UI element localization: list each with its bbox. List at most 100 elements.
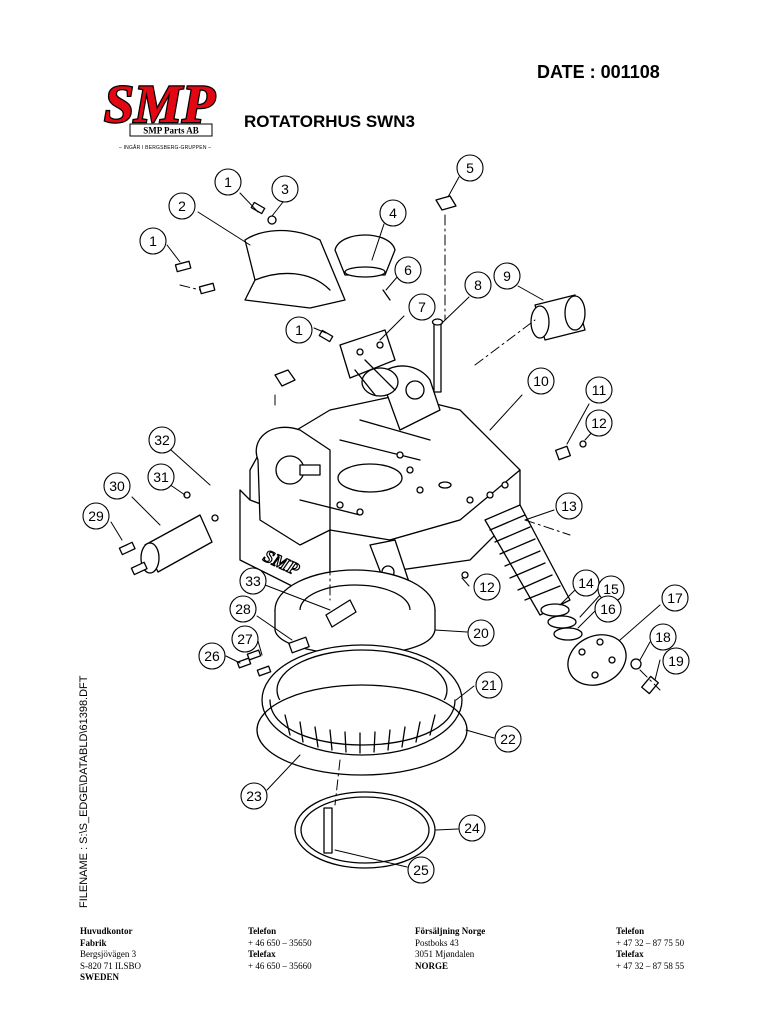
callout-17: 17 — [661, 584, 689, 612]
svg-text:17: 17 — [667, 590, 683, 606]
callout-27: 27 — [231, 625, 259, 653]
footer-text: NORGE — [415, 960, 449, 971]
callout-16: 16 — [594, 595, 622, 623]
svg-text:29: 29 — [88, 508, 104, 524]
cap-part — [334, 234, 396, 278]
footer-text: Telefax — [616, 949, 644, 959]
logo-subtitle: SMP Parts AB — [143, 126, 199, 136]
svg-text:3: 3 — [281, 181, 289, 197]
callout-10: 10 — [527, 367, 555, 395]
footer-text: + 46 650 – 35650 — [248, 937, 312, 948]
callout-31: 31 — [147, 463, 175, 491]
callout-24: 24 — [458, 814, 486, 842]
footer-text: + 47 32 – 87 75 50 — [616, 937, 685, 948]
callout-18: 18 — [649, 623, 677, 651]
washer-set — [540, 603, 583, 641]
svg-text:19: 19 — [668, 653, 684, 669]
callout-3: 3 — [271, 175, 299, 203]
svg-text:28: 28 — [235, 601, 251, 617]
callout-22: 22 — [494, 725, 522, 753]
lock-pin — [323, 807, 333, 854]
svg-text:25: 25 — [413, 862, 429, 878]
svg-text:31: 31 — [153, 469, 169, 485]
callout-13: 13 — [555, 492, 583, 520]
callout-14: 14 — [572, 569, 600, 597]
svg-text:16: 16 — [600, 601, 616, 617]
svg-text:13: 13 — [561, 498, 577, 514]
footer-heading: Telefon — [248, 926, 277, 936]
upper-shaft-bracket — [339, 329, 399, 397]
smp-logo: SMP SMP Parts AB — [103, 73, 217, 137]
callout-12b: 12 — [473, 573, 501, 601]
svg-text:1: 1 — [224, 174, 232, 190]
svg-text:24: 24 — [464, 820, 480, 836]
drawing-title: ROTATORHUS SWN3 — [244, 112, 415, 131]
svg-text:15: 15 — [603, 581, 619, 597]
callout-28: 28 — [229, 595, 257, 623]
svg-text:8: 8 — [474, 277, 482, 293]
footer-text: 3051 Mjøndalen — [415, 949, 475, 959]
svg-text:2: 2 — [178, 198, 186, 214]
callout-1c: 1 — [285, 316, 313, 344]
callout-6: 6 — [394, 256, 422, 284]
svg-text:27: 27 — [237, 631, 253, 647]
retaining-ring — [294, 791, 436, 869]
callout-8: 8 — [464, 271, 492, 299]
callout-1b: 1 — [139, 227, 167, 255]
footer-text: Fabrik — [80, 937, 107, 948]
callout-29: 29 — [82, 502, 110, 530]
logo-tagline: – INGÅR I BERGSBERG-GRUPPEN – — [119, 145, 212, 151]
pin-rod — [431, 318, 444, 393]
plug-part — [435, 195, 457, 211]
gear-ring — [261, 644, 463, 756]
footer-norway-phone: Telefon + 47 32 – 87 75 50 Telefax + 47 … — [616, 926, 684, 972]
callout-21: 21 — [475, 671, 503, 699]
svg-text:6: 6 — [404, 262, 412, 278]
svg-text:14: 14 — [578, 575, 594, 591]
spring-coil — [484, 504, 571, 616]
callout-2: 2 — [168, 192, 196, 220]
part-callouts: 1 3 2 1 4 5 6 7 1 8 9 10 11 12 32 31 30 … — [82, 154, 690, 884]
footer-text: Postboks 43 — [415, 937, 459, 948]
svg-text:23: 23 — [246, 788, 262, 804]
footer-head-office: Huvudkontor Fabrik Bergsjövägen 3 S-820 … — [80, 926, 141, 984]
footer-text: Bergsjövägen 3 — [80, 949, 137, 959]
callout-19: 19 — [662, 647, 690, 675]
footer-text: Telefax — [248, 949, 276, 959]
footer-heading: Huvudkontor — [80, 926, 133, 936]
callout-9: 9 — [493, 262, 521, 290]
callout-4: 4 — [379, 199, 407, 227]
callout-1a: 1 — [214, 168, 242, 196]
assembly-axes — [179, 214, 661, 806]
svg-text:5: 5 — [466, 160, 474, 176]
svg-text:12: 12 — [591, 415, 607, 431]
svg-text:7: 7 — [418, 299, 426, 315]
callout-23: 23 — [240, 782, 268, 810]
footer-text: + 47 32 – 87 58 55 — [616, 960, 685, 971]
callout-33: 33 — [239, 567, 267, 595]
svg-text:20: 20 — [473, 625, 489, 641]
svg-text:26: 26 — [204, 648, 220, 664]
callout-11: 11 — [585, 376, 613, 404]
cylinder — [140, 514, 213, 574]
callout-30: 30 — [103, 472, 131, 500]
svg-text:9: 9 — [503, 268, 511, 284]
svg-text:12: 12 — [479, 579, 495, 595]
end-cap — [567, 634, 627, 686]
svg-text:1: 1 — [149, 233, 157, 249]
footer-text: SWEDEN — [80, 972, 120, 982]
footer-text: + 46 650 – 35660 — [248, 960, 312, 971]
cover-hood — [244, 229, 346, 309]
svg-text:4: 4 — [389, 205, 397, 221]
callout-32: 32 — [148, 426, 176, 454]
bushing — [530, 294, 586, 341]
leader-lines — [110, 176, 661, 868]
svg-text:18: 18 — [655, 629, 671, 645]
svg-text:22: 22 — [500, 731, 516, 747]
callout-26: 26 — [198, 642, 226, 670]
footer-norway-sales: Försäljning Norge Postboks 43 3051 Mjønd… — [415, 926, 485, 972]
small-fasteners — [118, 201, 659, 695]
callout-7: 7 — [408, 293, 436, 321]
svg-text:10: 10 — [533, 373, 549, 389]
